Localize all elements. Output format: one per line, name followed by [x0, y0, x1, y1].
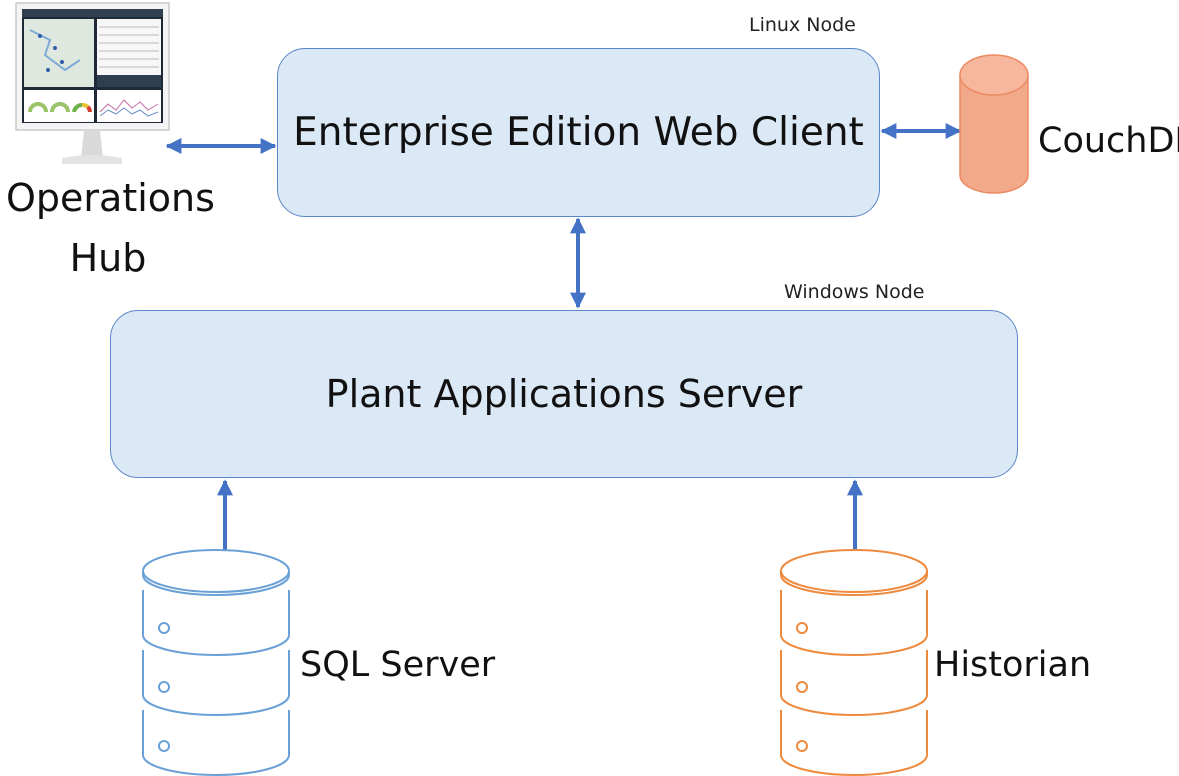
couchdb-label: CouchDB	[1038, 121, 1179, 161]
stacked-database-icon	[142, 549, 290, 776]
linux-node-label: Linux Node	[749, 14, 856, 36]
historian-label: Historian	[934, 645, 1092, 685]
operations-hub-label: Operations Hub	[6, 176, 215, 280]
cylinder-database-icon	[959, 54, 1029, 194]
sql-server-label: SQL Server	[300, 645, 496, 685]
server-label: Plant Applications Server	[325, 372, 803, 416]
web-client-box: Enterprise Edition Web Client	[277, 48, 880, 217]
plant-applications-server-box: Plant Applications Server	[110, 310, 1018, 478]
web-client-label: Enterprise Edition Web Client	[293, 110, 864, 155]
stacked-database-icon	[780, 549, 928, 776]
dashboard-monitor-icon	[15, 2, 170, 164]
windows-node-label: Windows Node	[784, 281, 925, 303]
